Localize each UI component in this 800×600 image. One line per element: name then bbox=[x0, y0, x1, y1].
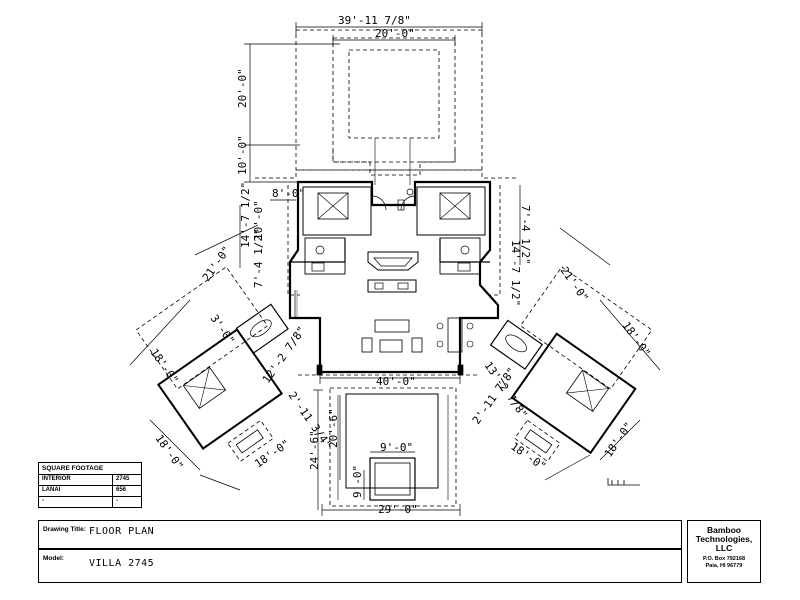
top-dimensions bbox=[244, 22, 483, 183]
company-block: Bamboo Technologies, LLC P.O. Box 792168… bbox=[687, 520, 761, 583]
drawing-title-label: Drawing Title: bbox=[43, 526, 86, 533]
bottom-lanai bbox=[329, 387, 457, 507]
company-address-line2: Paia, HI 96779 bbox=[705, 563, 743, 569]
dim-left-wing-offset: 3'-0" bbox=[208, 312, 238, 347]
company-name-line1: Bamboo bbox=[707, 525, 741, 535]
square-footage-title: SQUARE FOOTAGE bbox=[39, 463, 141, 475]
dim-left-step-a: 7'-4 1/2" bbox=[252, 228, 265, 288]
dim-pool-top-depth: 20'-0" bbox=[236, 68, 249, 108]
dim-terrace-depth: 10'-0" bbox=[236, 135, 249, 175]
square-footage-table: SQUARE FOOTAGE INTERIOR 2745 LANAI 656 -… bbox=[38, 462, 142, 508]
dim-pool-top-width: 20'-0" bbox=[375, 27, 415, 40]
dim-left-bed-width: 18'-0" bbox=[153, 432, 186, 472]
top-terrace bbox=[255, 29, 518, 185]
company-name-line3: LLC bbox=[715, 543, 733, 553]
table-row: LANAI 656 bbox=[39, 486, 141, 497]
dim-left-bed-depth: 18'-0" bbox=[252, 437, 292, 470]
dim-spa-width: 9'-0" bbox=[380, 441, 413, 454]
drawing-title-value: FLOOR PLAN bbox=[89, 526, 155, 537]
dim-lanai-width: 29'-0" bbox=[378, 503, 418, 516]
dim-left-suite-depth-a: 14'-7 1/2" bbox=[239, 182, 252, 248]
dim-left-bed-a: 12'-2 7/8" bbox=[260, 324, 309, 386]
model-label: Model: bbox=[43, 555, 64, 562]
dim-right-wing-depth: 18'-0" bbox=[620, 319, 653, 359]
row-label: LANAI bbox=[39, 486, 113, 496]
dim-lanai-depth-b: 20'-6" bbox=[327, 408, 340, 448]
row-value: 656 bbox=[116, 487, 127, 493]
company-name-line2: Technologies, bbox=[695, 534, 753, 544]
dim-lanai-depth-a: 24'-6" bbox=[308, 430, 321, 470]
dim-right-bed-depth: 18'-0" bbox=[508, 440, 548, 473]
dim-left-suite-width: 8'-0" bbox=[272, 187, 305, 200]
dim-left-wing-length: 21'-0" bbox=[200, 244, 233, 284]
dim-main-room-width: 40'-0" bbox=[376, 375, 416, 388]
roof-outline bbox=[287, 185, 501, 376]
bottom-dimensions bbox=[313, 389, 461, 516]
house-walls bbox=[288, 180, 500, 374]
model-value: VILLA 2745 bbox=[89, 558, 155, 569]
dim-right-suite-depth-b: 7'-4 1/2" bbox=[519, 205, 532, 265]
wing-dimensions bbox=[129, 185, 661, 491]
table-row: INTERIOR 2745 bbox=[39, 475, 141, 486]
dim-right-bed-width: 18'-0" bbox=[602, 420, 635, 460]
row-value: - bbox=[116, 498, 118, 504]
row-label: INTERIOR bbox=[39, 475, 113, 485]
dim-left-suite-depth-b: 10'-0" bbox=[252, 200, 265, 240]
row-label: - bbox=[39, 497, 113, 507]
table-row: - - bbox=[39, 497, 141, 507]
left-wing bbox=[135, 266, 298, 462]
row-value: 2745 bbox=[116, 476, 130, 482]
model-box: Model: VILLA 2745 bbox=[38, 549, 682, 583]
company-address-line1: P.O. Box 792168 bbox=[702, 556, 746, 562]
right-wing bbox=[489, 266, 653, 486]
dim-right-suite-depth-a: 14'-7 1/2" bbox=[509, 240, 522, 306]
dim-overall-width: 39'-11 7/8" bbox=[338, 14, 411, 27]
dim-spa-depth: 9'-0" bbox=[351, 465, 364, 498]
main-width-dim bbox=[316, 364, 464, 384]
drawing-title-box: Drawing Title: FLOOR PLAN bbox=[38, 520, 682, 549]
